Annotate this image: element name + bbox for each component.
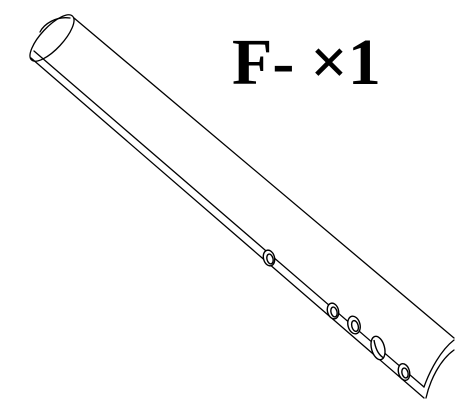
- tube-edge-lower: [30, 57, 425, 399]
- hole-2: [326, 302, 340, 320]
- part-label: F-×1: [232, 30, 381, 96]
- tube-bottom-end: [423, 339, 455, 388]
- hole-4: [397, 362, 411, 382]
- tube-top-end-inner: [39, 17, 71, 33]
- tube-bottom-end-inner: [425, 349, 455, 399]
- tube-top-end-outer: [29, 14, 75, 62]
- hole-3: [347, 315, 361, 335]
- hole-1: [262, 249, 276, 267]
- tube-edge-upper: [73, 17, 455, 339]
- tube-edge-inner: [33, 50, 425, 388]
- part-id: F-: [232, 26, 295, 99]
- part-quantity: ×1: [310, 26, 381, 99]
- hole-slot: [370, 335, 386, 361]
